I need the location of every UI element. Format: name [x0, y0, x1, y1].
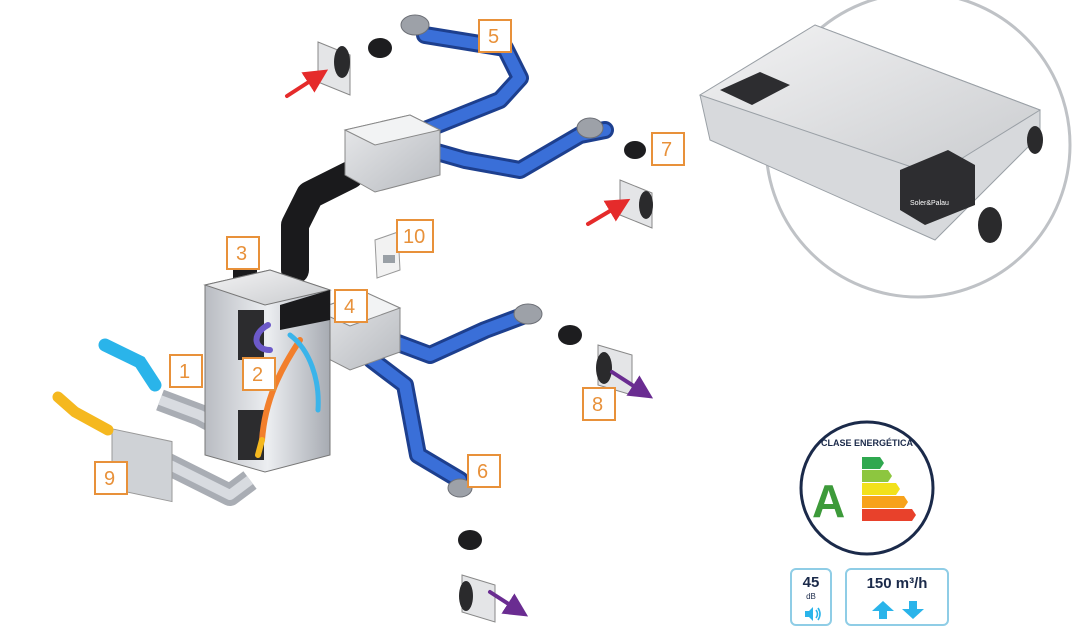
- noise-unit: dB: [806, 592, 816, 601]
- number-labels: 1 2 3 4 5 6 7 8 9 10: [94, 19, 685, 495]
- upper-plenum-box: [343, 114, 442, 193]
- label-8: 8: [582, 387, 616, 421]
- product-callout: Soler&Palau: [698, 0, 1072, 299]
- label-9: 9: [94, 461, 128, 495]
- svg-text:9: 9: [104, 468, 115, 490]
- energy-class-badge: CLASE ENERGÉTICA A: [799, 420, 935, 556]
- wall-grilles: [317, 41, 653, 623]
- svg-text:A: A: [812, 475, 845, 527]
- energy-scale-bars: [862, 457, 916, 521]
- supply-extract-ducts: [363, 26, 614, 489]
- svg-text:1: 1: [179, 361, 190, 383]
- arrow-down-icon: [902, 601, 924, 619]
- svg-text:2: 2: [252, 364, 263, 386]
- svg-text:10: 10: [403, 226, 425, 248]
- label-6: 6: [467, 454, 501, 488]
- noise-level-badge: 45 dB: [790, 568, 832, 626]
- label-5: 5: [478, 19, 512, 53]
- label-4: 4: [334, 289, 368, 323]
- couplings: [368, 38, 646, 550]
- label-2: 2: [242, 357, 276, 391]
- svg-text:8: 8: [592, 394, 603, 416]
- control-panel: [374, 231, 401, 279]
- svg-text:5: 5: [488, 26, 499, 48]
- svg-text:4: 4: [344, 296, 355, 318]
- label-10: 10: [396, 219, 434, 253]
- arrow-up-icon: [872, 601, 894, 619]
- airflow-rate-badge: 150 m³/h: [845, 568, 949, 626]
- label-1: 1: [169, 354, 203, 388]
- label-3: 3: [226, 236, 260, 270]
- flex-connectors: [400, 14, 604, 498]
- svg-text:7: 7: [661, 139, 672, 161]
- label-7: 7: [651, 132, 685, 166]
- airflow-value: 150 m³/h: [866, 575, 928, 592]
- speaker-icon: [805, 607, 821, 621]
- svg-text:3: 3: [236, 243, 247, 265]
- svg-text:CLASE ENERGÉTICA: CLASE ENERGÉTICA: [821, 438, 914, 448]
- brand-logo-text: Soler&Palau: [910, 200, 949, 207]
- airflow-arrows: [52, 69, 654, 617]
- noise-value: 45: [802, 574, 820, 591]
- svg-text:6: 6: [477, 461, 488, 483]
